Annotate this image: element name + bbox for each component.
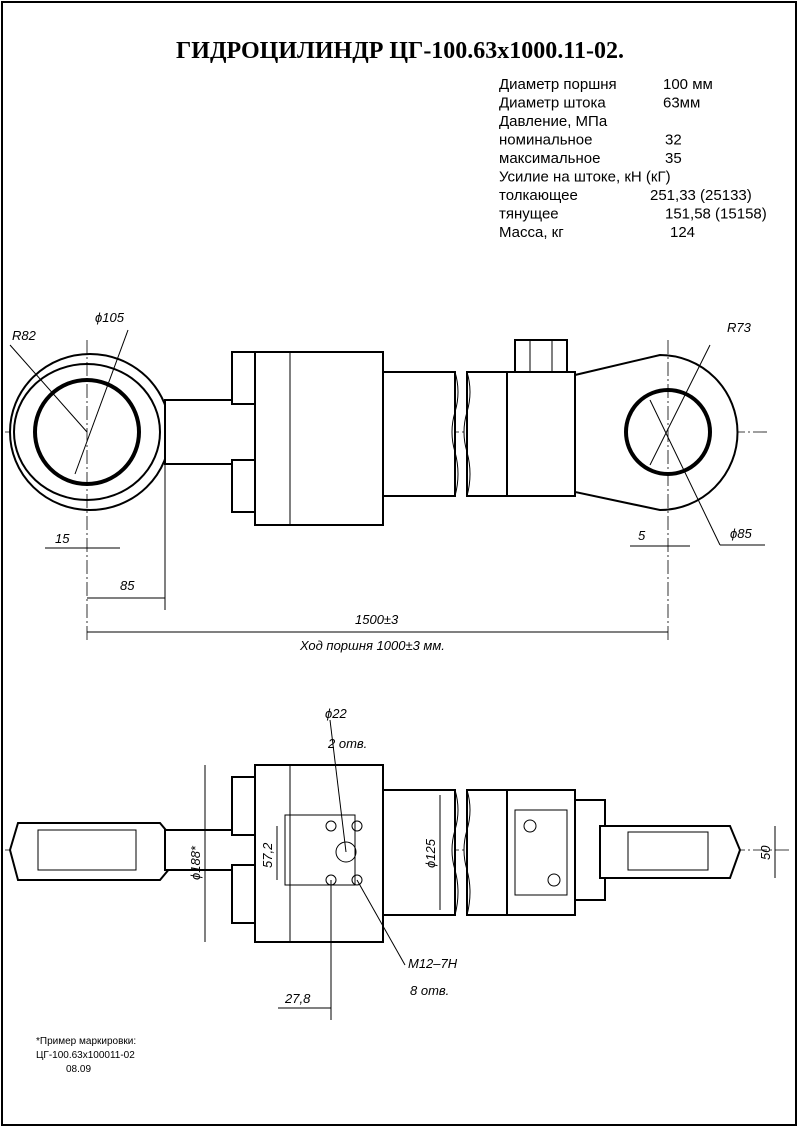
dim-15: 15 — [55, 531, 70, 546]
dim-d105: ϕ105 — [95, 310, 125, 325]
marking-note-date: 08.09 — [66, 1064, 91, 1075]
spec-label: максимальное — [499, 150, 600, 167]
dim-d85: ϕ85 — [730, 526, 752, 541]
spec-value: 63мм — [663, 95, 700, 112]
spec-label: Давление, МПа — [499, 113, 608, 130]
drawing-title: ГИДРОЦИЛИНДР ЦГ-100.63х1000.11-02. — [176, 38, 624, 64]
spec-value: 151,58 (15158) — [665, 206, 767, 223]
marking-note-code: ЦГ-100.63х100011-02 — [36, 1050, 135, 1061]
spec-label: Масса, кг — [499, 224, 564, 241]
dim-27-8: 27,8 — [284, 991, 311, 1006]
marking-note-title: *Пример маркировки: — [36, 1036, 136, 1047]
holes-2: 2 отв. — [327, 736, 367, 751]
spec-label: Диаметр штока — [499, 95, 606, 112]
spec-value: 32 — [665, 132, 682, 149]
stroke-label: Ход поршня 1000±3 мм. — [299, 638, 445, 653]
dim-r73: R73 — [727, 320, 752, 335]
spec-value: 100 мм — [663, 76, 713, 93]
dim-57: 57,2 — [260, 842, 275, 868]
dim-length: 1500±3 — [355, 612, 399, 627]
dim-d188: ϕ188* — [188, 845, 203, 880]
spec-label: Диаметр поршня — [499, 76, 617, 93]
dim-r82: R82 — [12, 328, 37, 343]
top-view: R82 ϕ105 R73 ϕ85 15 5 85 1500±3 Ход порш… — [5, 310, 770, 653]
spec-value: 251,33 (25133) — [650, 187, 752, 204]
spec-label: номинальное — [499, 132, 592, 149]
spec-label: Усилие на штоке, кН (кГ) — [499, 169, 671, 186]
spec-label: тянущее — [499, 206, 559, 223]
spec-value: 124 — [670, 224, 695, 241]
spec-label: толкающее — [499, 187, 578, 204]
dim-50: 50 — [758, 845, 773, 860]
holes-8: 8 отв. — [410, 983, 449, 998]
dim-d125: ϕ125 — [423, 838, 438, 868]
spec-table: Диаметр поршня 100 мм Диаметр штока 63ммДав… — [499, 76, 767, 241]
dim-5: 5 — [638, 528, 646, 543]
dim-d22: ϕ22 — [325, 706, 347, 721]
dim-85: 85 — [120, 578, 135, 593]
thread-label: M12–7H — [408, 956, 458, 971]
bottom-view: ϕ22 2 отв. ϕ188* 57,2 ϕ125 50 M12–7H 8 о… — [5, 706, 790, 1020]
spec-value: 35 — [665, 150, 682, 167]
